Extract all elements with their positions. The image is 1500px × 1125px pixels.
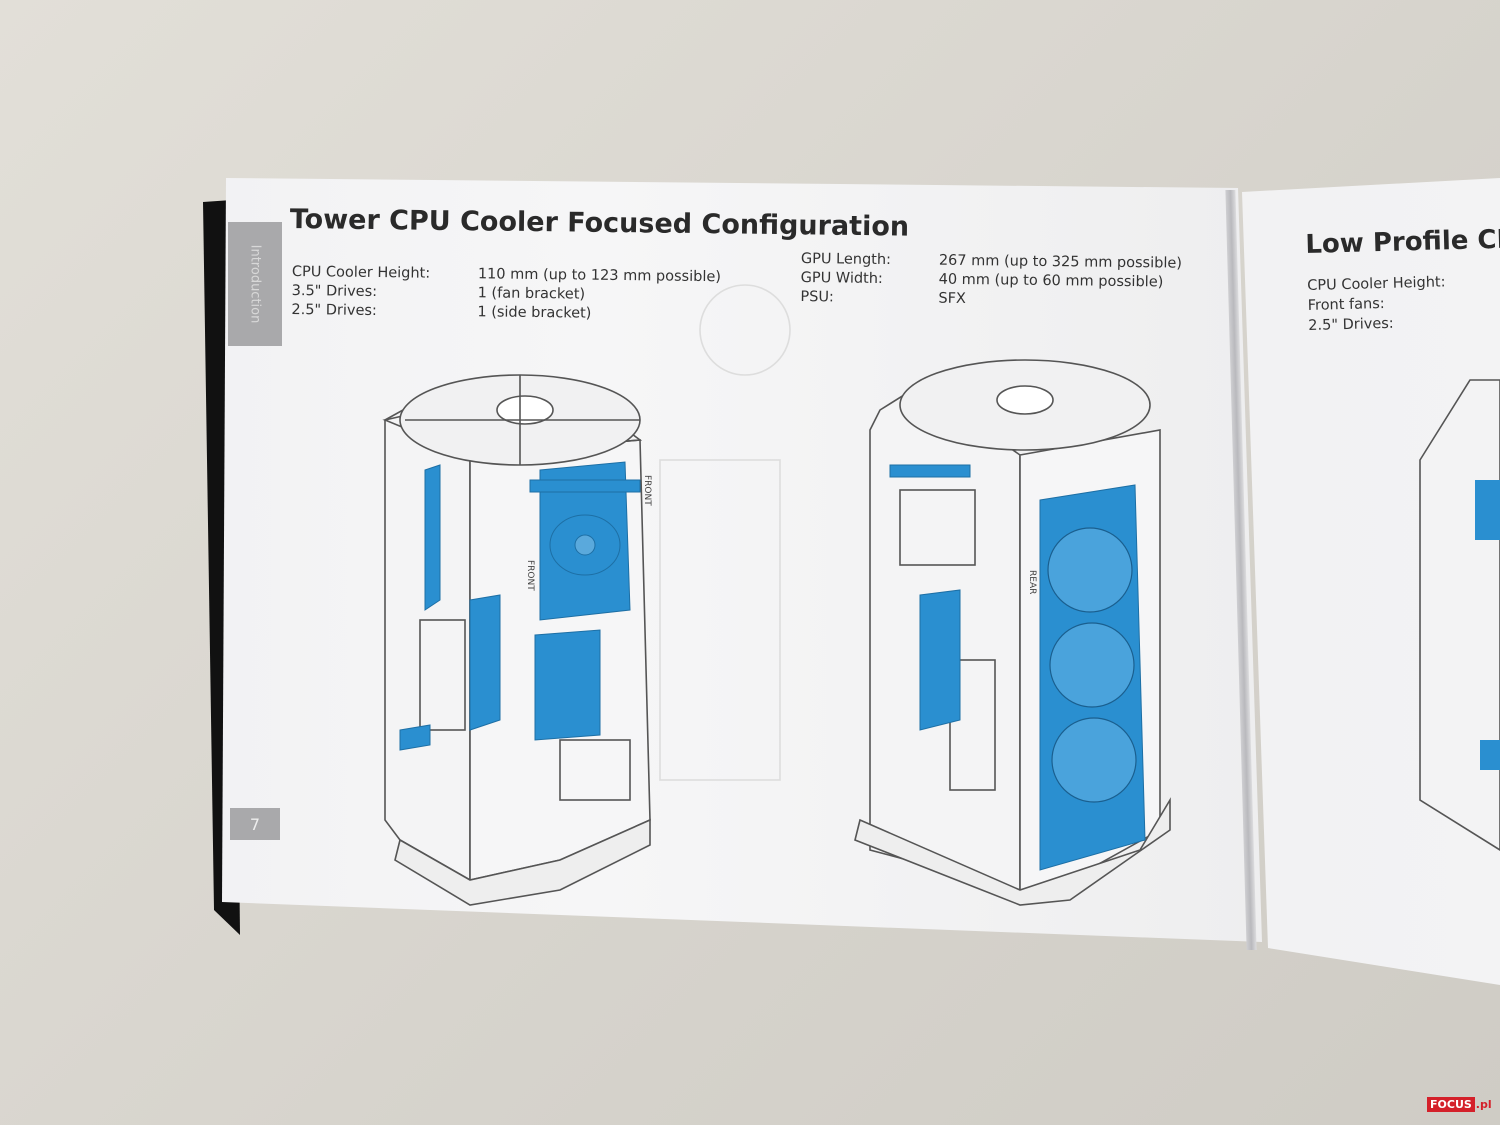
watermark-suffix: .pl xyxy=(1475,1098,1492,1111)
case-next-page-illustration xyxy=(1419,379,1500,851)
front-label: FRONT xyxy=(525,560,535,591)
highlighted-components-next xyxy=(1475,480,1500,770)
hdd-disc xyxy=(549,514,621,576)
rear-label: REAR xyxy=(1027,570,1037,594)
watermark-brand: FOCUS xyxy=(1427,1097,1475,1112)
front-label: FRONT xyxy=(642,475,652,506)
watermark-logo: FOCUS.pl xyxy=(1427,1097,1492,1112)
page-number: 7 xyxy=(230,808,280,840)
faint-background-drawing xyxy=(659,284,791,781)
section-tab: Introduction xyxy=(228,222,282,346)
gpu-fans xyxy=(1047,527,1137,803)
